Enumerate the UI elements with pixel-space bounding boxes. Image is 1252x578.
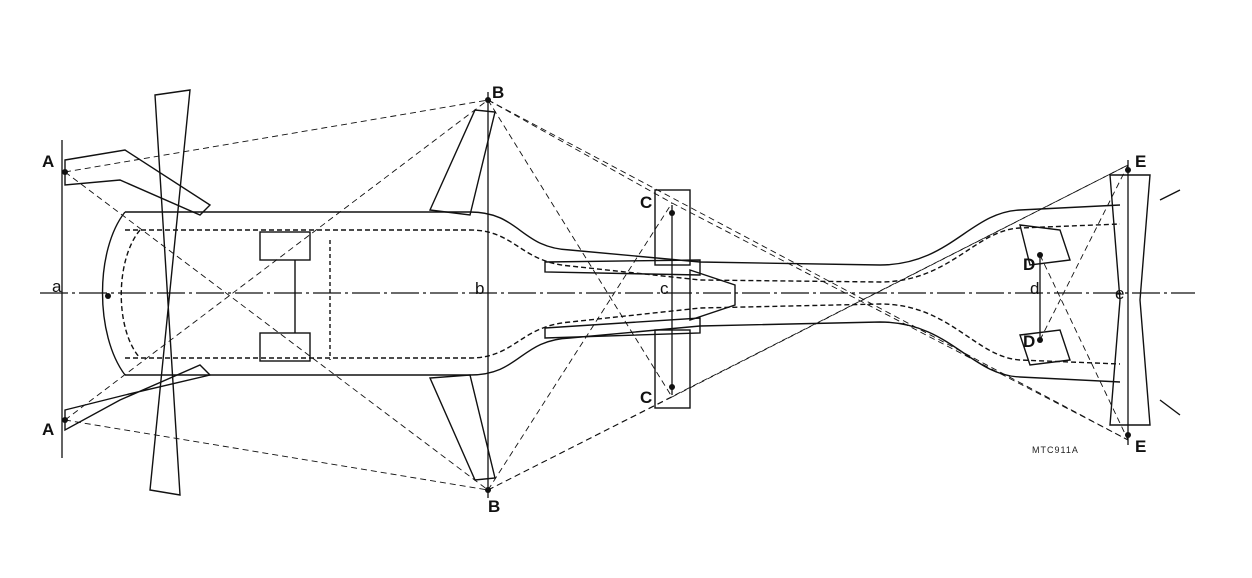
centerline-label-c: c <box>660 279 669 298</box>
point-label-d-bottom: D <box>1023 332 1036 351</box>
diagonal-dashed-lines <box>64 99 1129 491</box>
point-label-a-bottom: A <box>42 420 55 439</box>
reference-code: MTC911A <box>1032 445 1079 455</box>
frame-rails <box>64 89 1181 496</box>
datum-points <box>62 97 1131 493</box>
centerline-label-e: e <box>1115 284 1125 303</box>
point-label-d-top: D <box>1023 255 1036 274</box>
point-label-c-bottom: C <box>640 388 653 407</box>
centerline-label-d: d <box>1030 279 1040 298</box>
point-label-b-bottom: B <box>488 497 501 516</box>
point-label-b-top: B <box>492 83 505 102</box>
point-label-c-top: C <box>640 193 653 212</box>
point-label-a-top: A <box>42 152 55 171</box>
point-label-e-bottom: E <box>1135 437 1147 456</box>
point-label-e-top: E <box>1135 152 1147 171</box>
centerline-label-a: a <box>52 277 62 296</box>
centerline-label-b: b <box>475 279 485 298</box>
